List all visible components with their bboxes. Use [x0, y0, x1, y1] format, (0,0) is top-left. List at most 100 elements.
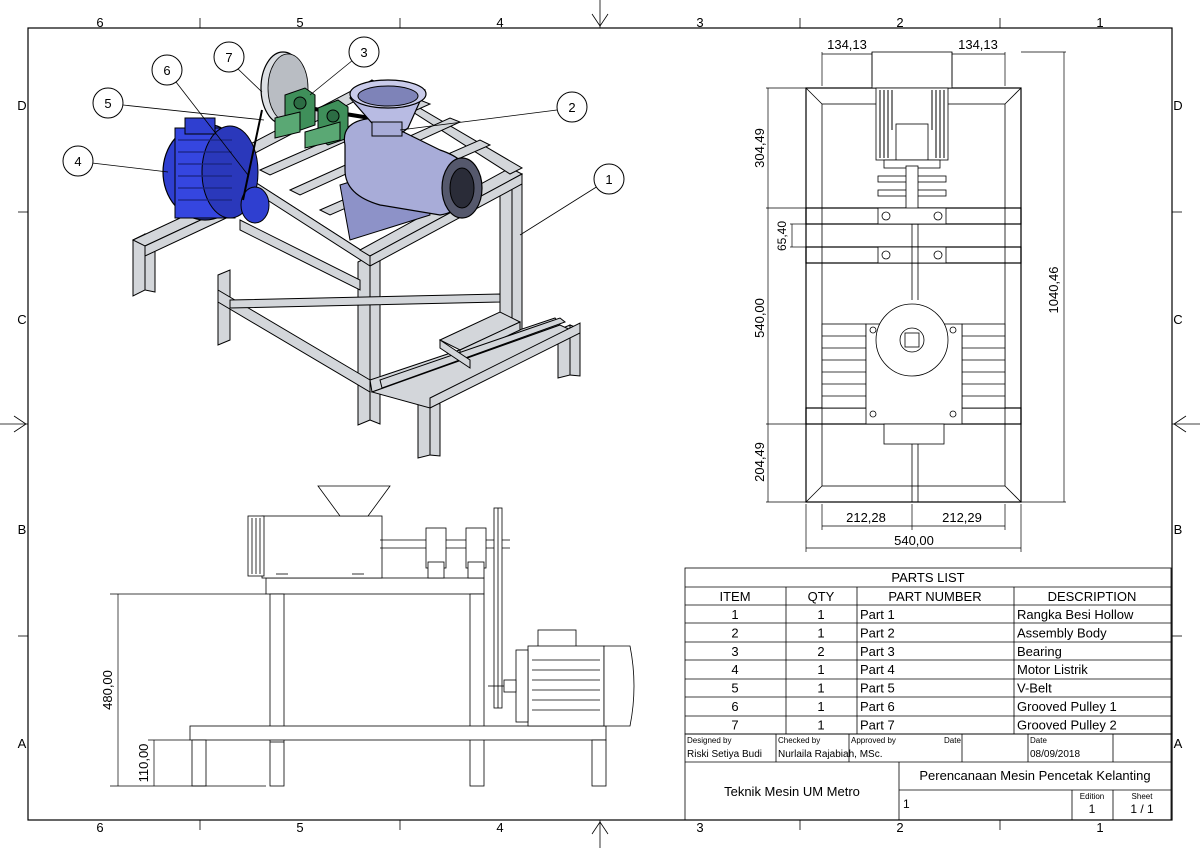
zone-row-right: A — [1174, 736, 1183, 751]
center-mark-bottom — [591, 820, 609, 848]
cell-qty: 1 — [817, 625, 824, 640]
date-label: Date — [1030, 736, 1047, 745]
cell-description: Grooved Pulley 2 — [1017, 717, 1117, 732]
col-header-item: ITEM — [719, 589, 750, 604]
cell-description: V-Belt — [1017, 681, 1052, 696]
sheet-label: Sheet — [1132, 792, 1154, 801]
col-header-part-number: PART NUMBER — [888, 589, 981, 604]
edition-value: 1 — [1089, 802, 1096, 816]
dim-1040: 1040,46 — [1046, 267, 1061, 314]
cell-item: 4 — [731, 662, 738, 677]
balloon-2: 2 — [568, 100, 575, 115]
bearing-top — [877, 207, 947, 300]
title-block: Designed by Riski Setiya Budi Checked by… — [684, 733, 1172, 821]
balloon-5: 5 — [104, 96, 111, 111]
cell-qty: 1 — [817, 662, 824, 677]
col-header-qty: QTY — [808, 589, 835, 604]
cell-part-number: Part 4 — [860, 662, 895, 677]
checked-by-label: Checked by — [778, 736, 820, 745]
top-view: 134,13 134,13 304,49 65,40 540,00 204,49… — [752, 37, 1066, 552]
dim-134-left: 134,13 — [827, 37, 867, 52]
zone-col-top: 1 — [1096, 15, 1103, 30]
motor-top — [871, 51, 953, 211]
cell-item: 7 — [731, 717, 738, 732]
center-mark-left — [0, 415, 28, 433]
dim-304: 304,49 — [752, 128, 767, 168]
bearing-iso — [274, 87, 349, 149]
zone-col-top: 6 — [96, 15, 103, 30]
cell-item: 2 — [731, 625, 738, 640]
cell-part-number: Part 3 — [860, 644, 895, 659]
cell-description: Rangka Besi Hollow — [1017, 607, 1134, 622]
dim-204: 204,49 — [752, 442, 767, 482]
cell-item: 5 — [731, 681, 738, 696]
zone-labels: 6 5 4 3 2 1 6 5 4 3 2 1 D C B A D C B A — [17, 15, 1182, 835]
balloon-4: 4 — [74, 154, 81, 169]
zone-col-top: 5 — [296, 15, 303, 30]
sheet-value: 1 / 1 — [1130, 802, 1154, 816]
assembly-body-top — [865, 303, 963, 502]
dim-134-right: 134,13 — [958, 37, 998, 52]
checked-by-value: Nurlaila Rajabiah, MSc. — [778, 749, 883, 760]
dim-65: 65,40 — [775, 221, 789, 251]
document-number: 1 — [903, 797, 910, 811]
zone-row-right: C — [1173, 312, 1182, 327]
cell-description: Assembly Body — [1017, 625, 1107, 640]
assembly-body-front — [247, 485, 510, 579]
organization-name: Teknik Mesin UM Metro — [724, 784, 860, 799]
cell-qty: 1 — [817, 699, 824, 714]
isometric-view — [131, 51, 581, 459]
dim-480: 480,00 — [100, 670, 115, 710]
cell-part-number: Part 6 — [860, 699, 895, 714]
assembly-body-iso — [339, 79, 483, 241]
zone-row-left: B — [18, 522, 27, 537]
cell-qty: 1 — [817, 717, 824, 732]
cell-item: 1 — [731, 607, 738, 622]
zone-col-bottom: 6 — [96, 820, 103, 835]
center-mark-right — [1172, 415, 1200, 433]
cell-description: Bearing — [1017, 644, 1062, 659]
parts-list-title: PARTS LIST — [891, 570, 964, 585]
cell-item: 6 — [731, 699, 738, 714]
zone-col-bottom: 4 — [496, 820, 503, 835]
motor-listrik-front — [488, 629, 635, 727]
zone-row-right: B — [1174, 522, 1183, 537]
approved-by-label: Approved by — [851, 736, 896, 745]
zone-col-top: 4 — [496, 15, 503, 30]
zone-row-left: A — [18, 736, 27, 751]
balloon-1: 1 — [605, 172, 612, 187]
pulley-belt-front — [493, 507, 503, 709]
zone-col-bottom: 2 — [896, 820, 903, 835]
zone-col-top: 3 — [696, 15, 703, 30]
cell-qty: 1 — [817, 607, 824, 622]
cell-part-number: Part 1 — [860, 607, 895, 622]
cell-qty: 1 — [817, 681, 824, 696]
dim-110: 110,00 — [136, 744, 151, 783]
col-header-description: DESCRIPTION — [1048, 589, 1137, 604]
cell-description: Grooved Pulley 1 — [1017, 699, 1117, 714]
center-mark-top — [591, 0, 609, 28]
edition-label: Edition — [1080, 792, 1104, 801]
date-label-checked: Date — [944, 736, 961, 745]
balloon-callouts: 1 2 3 4 5 6 7 — [62, 36, 625, 236]
cell-part-number: Part 7 — [860, 717, 895, 732]
zone-col-bottom: 3 — [696, 820, 703, 835]
zone-col-bottom: 5 — [296, 820, 303, 835]
balloon-7: 7 — [225, 50, 232, 65]
date-value: 08/09/2018 — [1030, 749, 1080, 760]
zone-row-right: D — [1173, 98, 1182, 113]
dim-212-left: 212,28 — [846, 510, 886, 525]
zone-col-top: 2 — [896, 15, 903, 30]
zone-row-left: D — [17, 98, 26, 113]
cell-item: 3 — [731, 644, 738, 659]
balloon-6: 6 — [163, 63, 170, 78]
balloon-3: 3 — [360, 45, 367, 60]
cell-qty: 2 — [817, 644, 824, 659]
dim-212-right: 212,29 — [942, 510, 982, 525]
zone-col-bottom: 1 — [1096, 820, 1103, 835]
front-view: 480,00 110,00 — [100, 485, 635, 787]
cell-description: Motor Listrik — [1017, 662, 1088, 677]
